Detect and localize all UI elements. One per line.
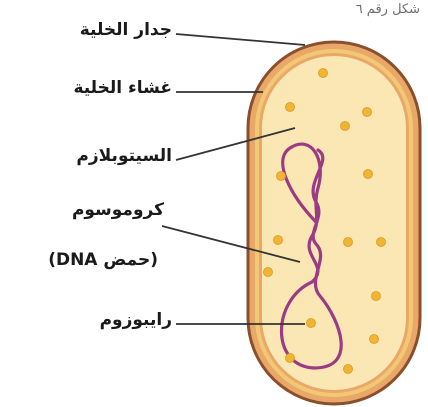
- ribosome: [319, 69, 328, 78]
- ribosome: [344, 365, 353, 374]
- ribosome: [377, 238, 386, 247]
- ribosome: [372, 292, 381, 301]
- ribosome: [286, 103, 295, 112]
- ribosome: [307, 319, 316, 328]
- ribosome: [341, 122, 350, 131]
- ribosome: [364, 170, 373, 179]
- label-ribosome: رايبوزوم: [100, 310, 172, 330]
- label-cytoplasm: السيتوبلازم: [76, 146, 172, 166]
- ribosome: [274, 236, 283, 245]
- ribosome: [277, 172, 286, 181]
- ribosome: [286, 354, 295, 363]
- label-dna: (حمض DNA): [48, 250, 158, 270]
- ribosome: [344, 238, 353, 247]
- label-cell-membrane: غشاء الخلية: [73, 78, 172, 98]
- ribosome: [370, 335, 379, 344]
- ribosome: [264, 268, 273, 277]
- label-chromosome: كروموسوم: [72, 200, 164, 220]
- label-cell-wall: جدار الخلية: [80, 20, 172, 40]
- cell-wall-leader: [176, 34, 305, 45]
- ribosome: [363, 108, 372, 117]
